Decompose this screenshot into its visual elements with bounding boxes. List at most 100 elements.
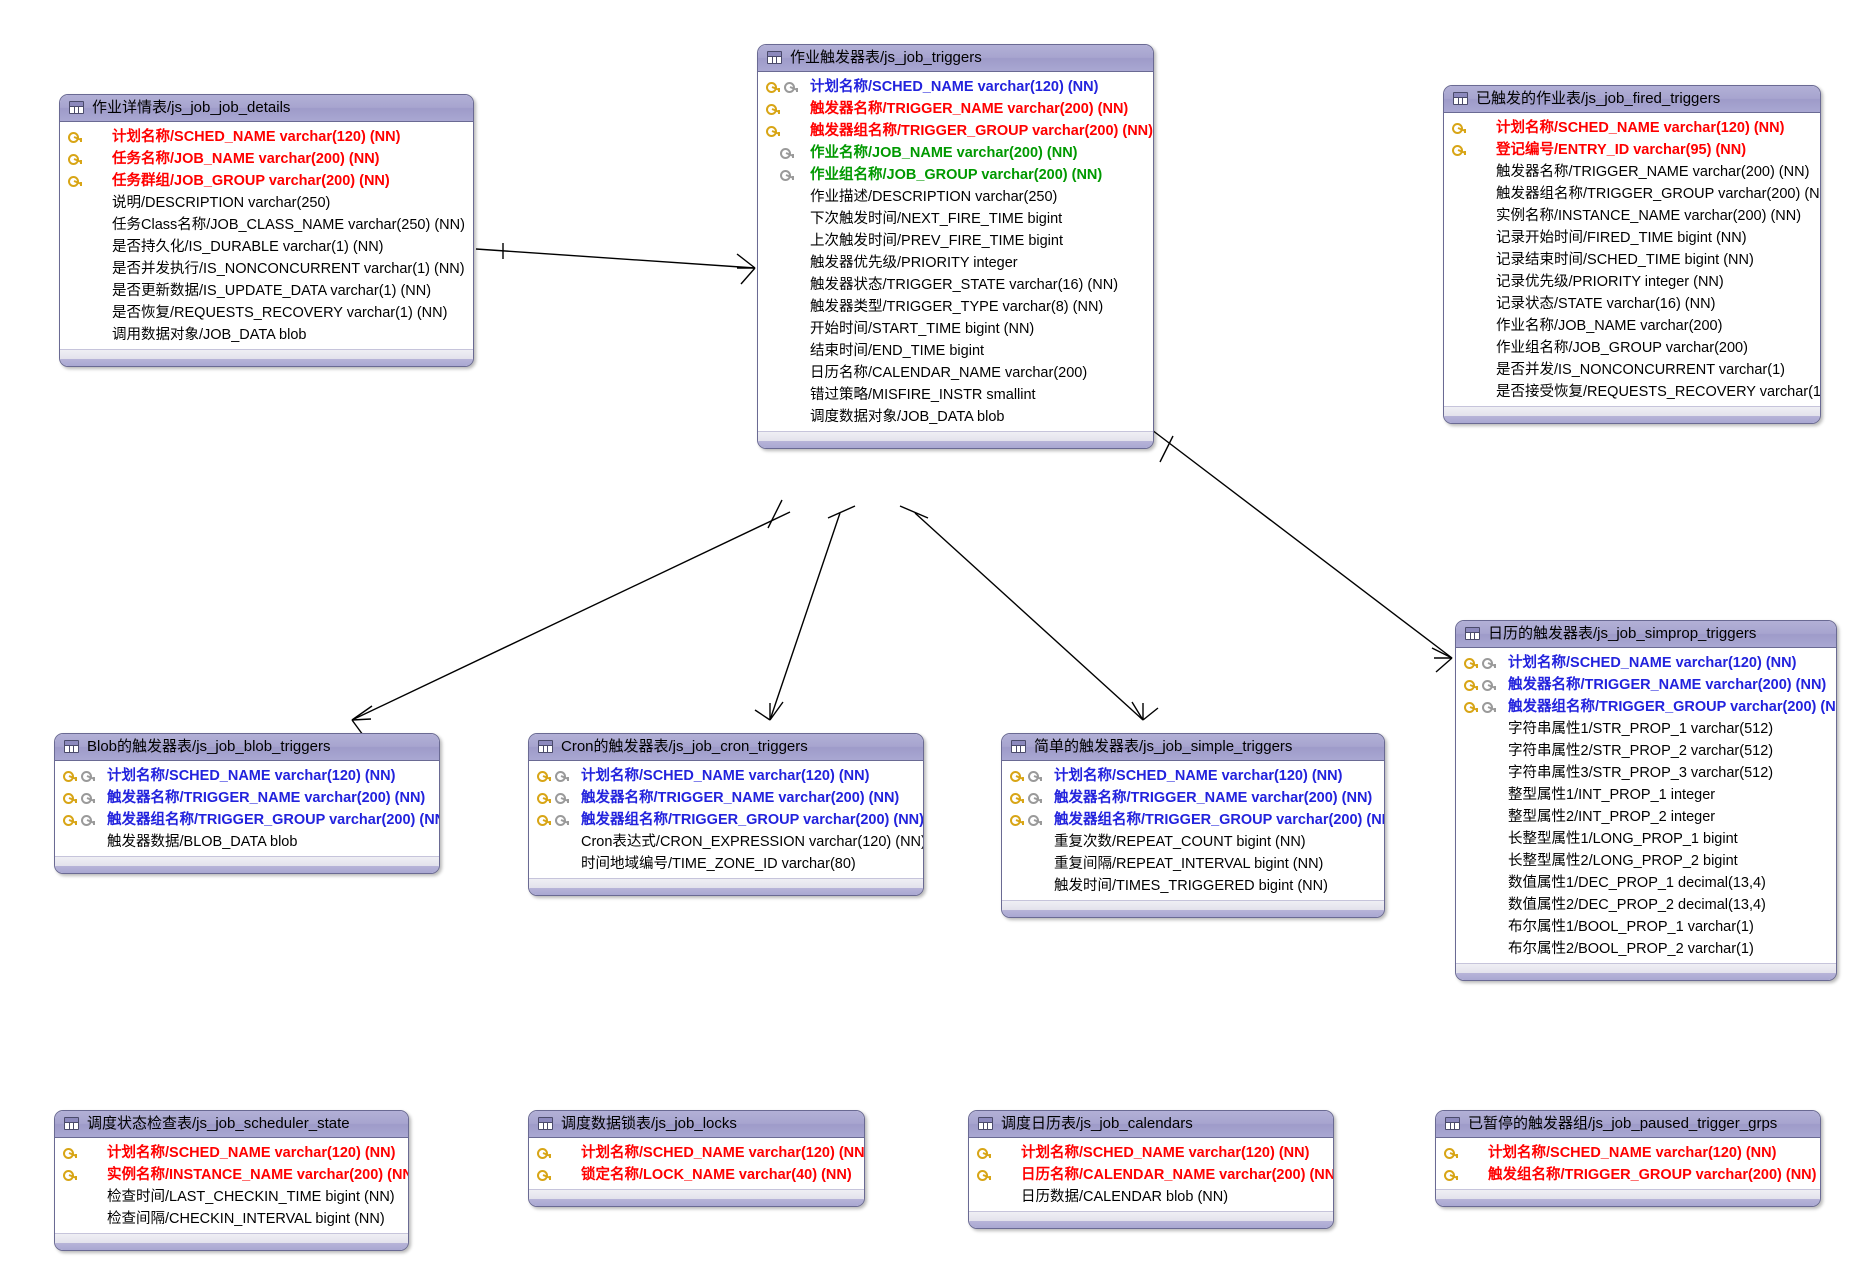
entity-field-row[interactable]: 时间地域编号/TIME_ZONE_ID varchar(80) — [529, 853, 923, 875]
entity-field-row[interactable]: 日历名称/CALENDAR_NAME varchar(200) — [758, 362, 1153, 384]
entity-field-row[interactable]: 是否接受恢复/REQUESTS_RECOVERY varchar(1) — [1444, 381, 1820, 403]
entity-field-row[interactable]: 是否并发执行/IS_NONCONCURRENT varchar(1) (NN) — [60, 258, 473, 280]
entity-field-row[interactable]: 字符串属性2/STR_PROP_2 varchar(512) — [1456, 740, 1836, 762]
entity-header-js_job_paused_trigger_grps[interactable]: 已暂停的触发器组/js_job_paused_trigger_grps — [1436, 1111, 1820, 1138]
entity-js_job_locks[interactable]: 调度数据锁表/js_job_locks 计划名称/SCHED_NAME varch… — [528, 1110, 865, 1207]
entity-field-row[interactable]: 计划名称/SCHED_NAME varchar(120) (NN) — [758, 76, 1153, 98]
entity-field-row[interactable]: 触发器优先级/PRIORITY integer — [758, 252, 1153, 274]
entity-field-row[interactable]: 计划名称/SCHED_NAME varchar(120) (NN) — [1456, 652, 1836, 674]
entity-js_job_triggers[interactable]: 作业触发器表/js_job_triggers 计划名称/SCHED_NAME va… — [757, 44, 1154, 449]
entity-field-row[interactable]: 下次触发时间/NEXT_FIRE_TIME bigint — [758, 208, 1153, 230]
entity-field-row[interactable]: 触发时间/TIMES_TRIGGERED bigint (NN) — [1002, 875, 1384, 897]
entity-header-js_job_simprop_triggers[interactable]: 日历的触发器表/js_job_simprop_triggers — [1456, 621, 1836, 648]
entity-js_job_job_details[interactable]: 作业详情表/js_job_job_details 计划名称/SCHED_NAME … — [59, 94, 474, 367]
entity-field-row[interactable]: 数值属性1/DEC_PROP_1 decimal(13,4) — [1456, 872, 1836, 894]
entity-field-row[interactable]: 计划名称/SCHED_NAME varchar(120) (NN) — [529, 765, 923, 787]
entity-field-row[interactable]: 登记编号/ENTRY_ID varchar(95) (NN) — [1444, 139, 1820, 161]
entity-header-js_job_calendars[interactable]: 调度日历表/js_job_calendars — [969, 1111, 1333, 1138]
entity-field-row[interactable]: 日历数据/CALENDAR blob (NN) — [969, 1186, 1333, 1208]
entity-field-row[interactable]: 触发器名称/TRIGGER_NAME varchar(200) (NN) — [1456, 674, 1836, 696]
entity-field-row[interactable]: 任务Class名称/JOB_CLASS_NAME varchar(250) (N… — [60, 214, 473, 236]
entity-field-row[interactable]: 触发器数据/BLOB_DATA blob — [55, 831, 439, 853]
entity-field-row[interactable]: 计划名称/SCHED_NAME varchar(120) (NN) — [1002, 765, 1384, 787]
entity-field-row[interactable]: 说明/DESCRIPTION varchar(250) — [60, 192, 473, 214]
entity-field-row[interactable]: 是否并发/IS_NONCONCURRENT varchar(1) — [1444, 359, 1820, 381]
entity-field-row[interactable]: 开始时间/START_TIME bigint (NN) — [758, 318, 1153, 340]
entity-field-row[interactable]: 触发器类型/TRIGGER_TYPE varchar(8) (NN) — [758, 296, 1153, 318]
entity-field-row[interactable]: 实例名称/INSTANCE_NAME varchar(200) (NN) — [55, 1164, 408, 1186]
entity-field-row[interactable]: 记录结束时间/SCHED_TIME bigint (NN) — [1444, 249, 1820, 271]
entity-field-row[interactable]: 触发器名称/TRIGGER_NAME varchar(200) (NN) — [529, 787, 923, 809]
entity-field-row[interactable]: 字符串属性1/STR_PROP_1 varchar(512) — [1456, 718, 1836, 740]
entity-js_job_paused_trigger_grps[interactable]: 已暂停的触发器组/js_job_paused_trigger_grps 计划名称/… — [1435, 1110, 1821, 1207]
entity-js_job_simprop_triggers[interactable]: 日历的触发器表/js_job_simprop_triggers 计划名称/SCHE… — [1455, 620, 1837, 981]
entity-field-row[interactable]: 任务名称/JOB_NAME varchar(200) (NN) — [60, 148, 473, 170]
entity-field-row[interactable]: 触发器组名称/TRIGGER_GROUP varchar(200) (NN) — [529, 809, 923, 831]
entity-field-row[interactable]: 日历名称/CALENDAR_NAME varchar(200) (NN) — [969, 1164, 1333, 1186]
entity-field-row[interactable]: 计划名称/SCHED_NAME varchar(120) (NN) — [60, 126, 473, 148]
entity-field-row[interactable]: 检查间隔/CHECKIN_INTERVAL bigint (NN) — [55, 1208, 408, 1230]
entity-field-row[interactable]: 计划名称/SCHED_NAME varchar(120) (NN) — [969, 1142, 1333, 1164]
entity-field-row[interactable]: 作业组名称/JOB_GROUP varchar(200) — [1444, 337, 1820, 359]
entity-field-row[interactable]: 触发器组名称/TRIGGER_GROUP varchar(200) (NN) — [758, 120, 1153, 142]
entity-field-row[interactable]: 字符串属性3/STR_PROP_3 varchar(512) — [1456, 762, 1836, 784]
entity-field-row[interactable]: 计划名称/SCHED_NAME varchar(120) (NN) — [1436, 1142, 1820, 1164]
entity-field-row[interactable]: 记录状态/STATE varchar(16) (NN) — [1444, 293, 1820, 315]
entity-header-js_job_blob_triggers[interactable]: Blob的触发器表/js_job_blob_triggers — [55, 734, 439, 761]
entity-field-row[interactable]: 是否更新数据/IS_UPDATE_DATA varchar(1) (NN) — [60, 280, 473, 302]
entity-field-row[interactable]: 触发器名称/TRIGGER_NAME varchar(200) (NN) — [1444, 161, 1820, 183]
entity-field-row[interactable]: 错过策略/MISFIRE_INSTR smallint — [758, 384, 1153, 406]
entity-field-row[interactable]: 触发器组名称/TRIGGER_GROUP varchar(200) (NN) — [1456, 696, 1836, 718]
entity-field-row[interactable]: 作业名称/JOB_NAME varchar(200) (NN) — [758, 142, 1153, 164]
entity-field-row[interactable]: 触发器组名称/TRIGGER_GROUP varchar(200) (NN) — [1002, 809, 1384, 831]
entity-field-row[interactable]: 布尔属性1/BOOL_PROP_1 varchar(1) — [1456, 916, 1836, 938]
entity-field-row[interactable]: 锁定名称/LOCK_NAME varchar(40) (NN) — [529, 1164, 864, 1186]
entity-header-js_job_scheduler_state[interactable]: 调度状态检查表/js_job_scheduler_state — [55, 1111, 408, 1138]
entity-field-row[interactable]: 计划名称/SCHED_NAME varchar(120) (NN) — [55, 765, 439, 787]
entity-js_job_simple_triggers[interactable]: 简单的触发器表/js_job_simple_triggers 计划名称/SCHED… — [1001, 733, 1385, 918]
entity-js_job_blob_triggers[interactable]: Blob的触发器表/js_job_blob_triggers 计划名称/SCHED… — [54, 733, 440, 874]
entity-field-row[interactable]: 整型属性1/INT_PROP_1 integer — [1456, 784, 1836, 806]
entity-field-row[interactable]: 数值属性2/DEC_PROP_2 decimal(13,4) — [1456, 894, 1836, 916]
entity-field-row[interactable]: 计划名称/SCHED_NAME varchar(120) (NN) — [529, 1142, 864, 1164]
entity-field-row[interactable]: 上次触发时间/PREV_FIRE_TIME bigint — [758, 230, 1153, 252]
entity-field-row[interactable]: 作业描述/DESCRIPTION varchar(250) — [758, 186, 1153, 208]
entity-field-row[interactable]: 触发器组名称/TRIGGER_GROUP varchar(200) (NN) — [1444, 183, 1820, 205]
entity-field-row[interactable]: 调度数据对象/JOB_DATA blob — [758, 406, 1153, 428]
entity-field-row[interactable]: 触发组名称/TRIGGER_GROUP varchar(200) (NN) — [1436, 1164, 1820, 1186]
entity-field-row[interactable]: 触发器名称/TRIGGER_NAME varchar(200) (NN) — [55, 787, 439, 809]
entity-js_job_cron_triggers[interactable]: Cron的触发器表/js_job_cron_triggers 计划名称/SCHED… — [528, 733, 924, 896]
entity-field-row[interactable]: 任务群组/JOB_GROUP varchar(200) (NN) — [60, 170, 473, 192]
entity-header-js_job_cron_triggers[interactable]: Cron的触发器表/js_job_cron_triggers — [529, 734, 923, 761]
entity-field-row[interactable]: 触发器组名称/TRIGGER_GROUP varchar(200) (NN) — [55, 809, 439, 831]
entity-field-row[interactable]: 重复间隔/REPEAT_INTERVAL bigint (NN) — [1002, 853, 1384, 875]
entity-field-row[interactable]: 触发器状态/TRIGGER_STATE varchar(16) (NN) — [758, 274, 1153, 296]
entity-field-row[interactable]: 是否持久化/IS_DURABLE varchar(1) (NN) — [60, 236, 473, 258]
entity-field-row[interactable]: 计划名称/SCHED_NAME varchar(120) (NN) — [1444, 117, 1820, 139]
entity-header-js_job_job_details[interactable]: 作业详情表/js_job_job_details — [60, 95, 473, 122]
entity-header-js_job_triggers[interactable]: 作业触发器表/js_job_triggers — [758, 45, 1153, 72]
entity-field-row[interactable]: 实例名称/INSTANCE_NAME varchar(200) (NN) — [1444, 205, 1820, 227]
entity-field-row[interactable]: 调用数据对象/JOB_DATA blob — [60, 324, 473, 346]
entity-js_job_calendars[interactable]: 调度日历表/js_job_calendars 计划名称/SCHED_NAME va… — [968, 1110, 1334, 1229]
entity-header-js_job_fired_triggers[interactable]: 已触发的作业表/js_job_fired_triggers — [1444, 86, 1820, 113]
entity-field-row[interactable]: 触发器名称/TRIGGER_NAME varchar(200) (NN) — [758, 98, 1153, 120]
entity-field-row[interactable]: 作业组名称/JOB_GROUP varchar(200) (NN) — [758, 164, 1153, 186]
entity-field-row[interactable]: 作业名称/JOB_NAME varchar(200) — [1444, 315, 1820, 337]
entity-field-row[interactable]: 长整型属性2/LONG_PROP_2 bigint — [1456, 850, 1836, 872]
entity-field-row[interactable]: 检查时间/LAST_CHECKIN_TIME bigint (NN) — [55, 1186, 408, 1208]
entity-field-row[interactable]: 整型属性2/INT_PROP_2 integer — [1456, 806, 1836, 828]
entity-field-row[interactable]: 记录开始时间/FIRED_TIME bigint (NN) — [1444, 227, 1820, 249]
entity-field-row[interactable]: 重复次数/REPEAT_COUNT bigint (NN) — [1002, 831, 1384, 853]
entity-field-row[interactable]: 触发器名称/TRIGGER_NAME varchar(200) (NN) — [1002, 787, 1384, 809]
entity-field-row[interactable]: Cron表达式/CRON_EXPRESSION varchar(120) (NN… — [529, 831, 923, 853]
entity-field-row[interactable]: 记录优先级/PRIORITY integer (NN) — [1444, 271, 1820, 293]
entity-field-row[interactable]: 长整型属性1/LONG_PROP_1 bigint — [1456, 828, 1836, 850]
entity-field-row[interactable]: 布尔属性2/BOOL_PROP_2 varchar(1) — [1456, 938, 1836, 960]
entity-js_job_fired_triggers[interactable]: 已触发的作业表/js_job_fired_triggers 计划名称/SCHED_… — [1443, 85, 1821, 424]
entity-header-js_job_locks[interactable]: 调度数据锁表/js_job_locks — [529, 1111, 864, 1138]
entity-header-js_job_simple_triggers[interactable]: 简单的触发器表/js_job_simple_triggers — [1002, 734, 1384, 761]
entity-field-row[interactable]: 是否恢复/REQUESTS_RECOVERY varchar(1) (NN) — [60, 302, 473, 324]
entity-field-row[interactable]: 结束时间/END_TIME bigint — [758, 340, 1153, 362]
